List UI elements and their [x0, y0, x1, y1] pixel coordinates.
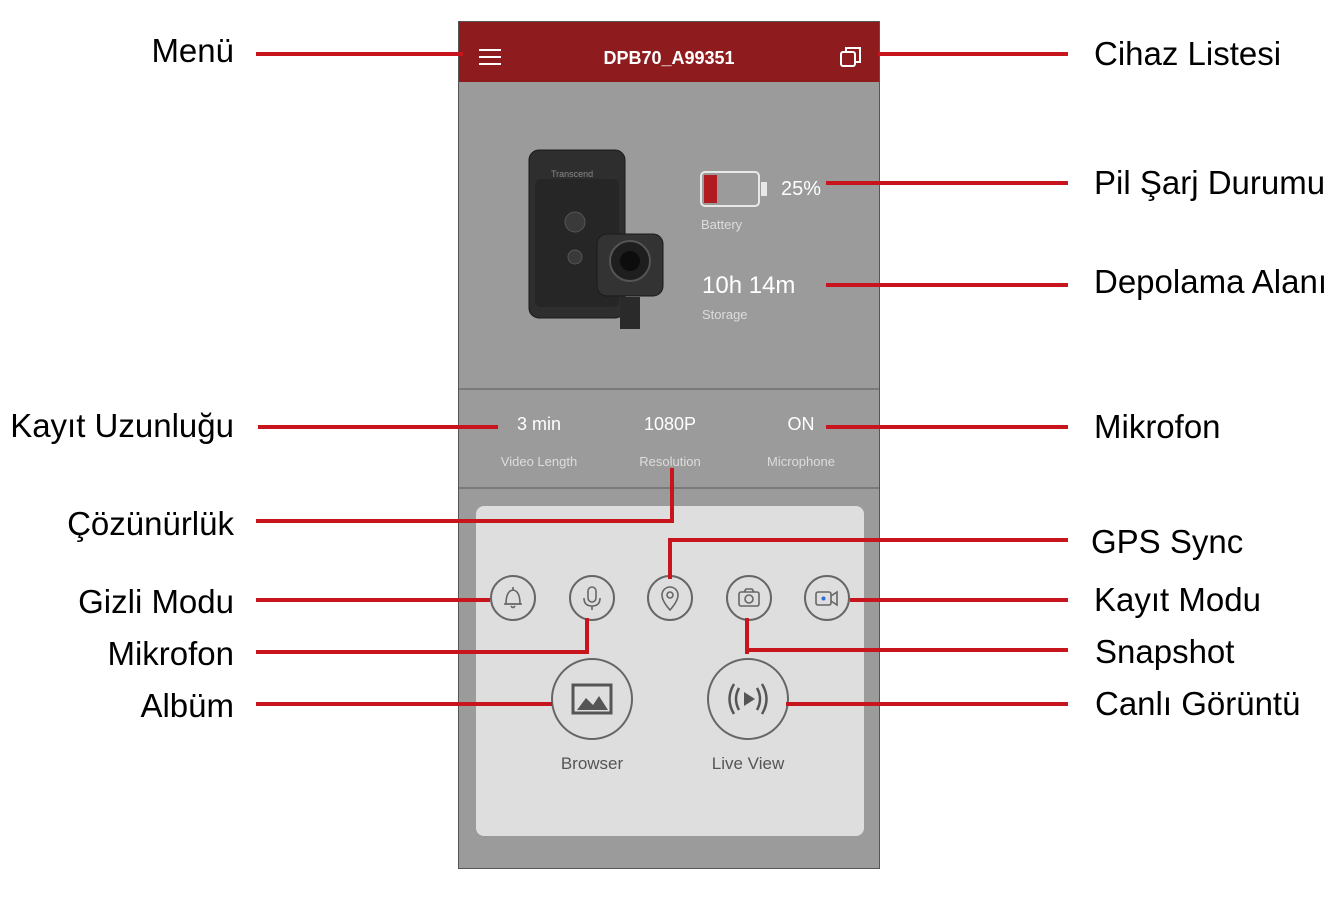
- resolution-value[interactable]: 1080P: [643, 414, 697, 434]
- battery-icon: [700, 171, 770, 207]
- callout-microphone-button: Mikrofon: [107, 635, 234, 672]
- callout-live-view: Canlı Görüntü: [1095, 685, 1301, 722]
- storage-label: Storage: [702, 307, 748, 322]
- callout-line: [668, 538, 1068, 542]
- callout-line: [256, 519, 674, 523]
- record-mode-button[interactable]: [804, 575, 850, 621]
- callout-line: [668, 538, 672, 579]
- callout-snapshot: Snapshot: [1095, 633, 1235, 670]
- battery-label: Battery: [701, 217, 743, 232]
- callout-line: [745, 648, 1068, 652]
- bell-icon: [504, 587, 522, 609]
- callout-stealth-mode: Gizli Modu: [78, 583, 234, 620]
- callout-menu: Menü: [151, 32, 234, 69]
- callout-line: [670, 468, 674, 523]
- camera-icon: [738, 588, 760, 607]
- callout-line: [585, 618, 589, 654]
- device-title: DPB70_A99351: [603, 48, 735, 68]
- divider: [459, 487, 879, 489]
- callout-album: Albüm: [140, 687, 234, 724]
- live-view-label: Live View: [711, 754, 785, 773]
- video-length-label: Video Length: [500, 454, 578, 469]
- callout-line: [258, 425, 498, 429]
- callout-microphone-setting: Mikrofon: [1094, 408, 1221, 445]
- location-pin-icon: [661, 586, 679, 612]
- callout-line: [256, 598, 490, 602]
- callout-storage: Depolama Alanı: [1094, 263, 1327, 300]
- callout-line: [256, 702, 552, 706]
- callout-resolution: Çözünürlük: [67, 505, 234, 542]
- device-list-icon[interactable]: [839, 45, 863, 69]
- microphone-value[interactable]: ON: [787, 414, 815, 434]
- storage-value: 10h 14m: [702, 272, 796, 299]
- video-length-value[interactable]: 3 min: [516, 414, 561, 434]
- callout-device-list: Cihaz Listesi: [1094, 35, 1282, 72]
- image-icon: [571, 683, 613, 715]
- body-camera-image: [527, 147, 667, 337]
- battery-percent: 25%: [781, 178, 822, 200]
- callout-line: [256, 52, 463, 56]
- callout-line: [826, 283, 1068, 287]
- menu-icon[interactable]: [479, 48, 501, 66]
- stealth-mode-button[interactable]: [490, 575, 536, 621]
- callout-line: [745, 618, 749, 654]
- live-view-icon: [728, 683, 768, 715]
- microphone-icon: [583, 586, 601, 610]
- callout-record-mode: Kayıt Modu: [1094, 581, 1261, 618]
- app-screen: DPB70_A99351 Transcend 25% Battery 10h 1…: [458, 21, 880, 869]
- microphone-label: Microphone: [767, 454, 835, 469]
- callout-line: [826, 425, 1068, 429]
- callout-line: [256, 650, 589, 654]
- callout-line: [826, 181, 1068, 185]
- device-brand-label: Transcend: [551, 169, 594, 179]
- app-bar: DPB70_A99351: [459, 22, 879, 82]
- live-view-button[interactable]: [707, 658, 789, 740]
- callout-gps-sync: GPS Sync: [1091, 523, 1244, 560]
- resolution-label: Resolution: [639, 454, 701, 469]
- snapshot-button[interactable]: [726, 575, 772, 621]
- callout-line: [786, 702, 1068, 706]
- callout-battery: Pil Şarj Durumu: [1094, 164, 1326, 201]
- callout-video-length: Kayıt Uzunluğu: [10, 407, 234, 444]
- divider: [459, 388, 879, 390]
- video-camera-icon: [815, 590, 838, 607]
- callout-line: [878, 52, 1068, 56]
- browser-label: Browser: [560, 754, 624, 773]
- album-browser-button[interactable]: [551, 658, 633, 740]
- callout-line: [850, 598, 1068, 602]
- gps-sync-button[interactable]: [647, 575, 693, 621]
- microphone-button[interactable]: [569, 575, 615, 621]
